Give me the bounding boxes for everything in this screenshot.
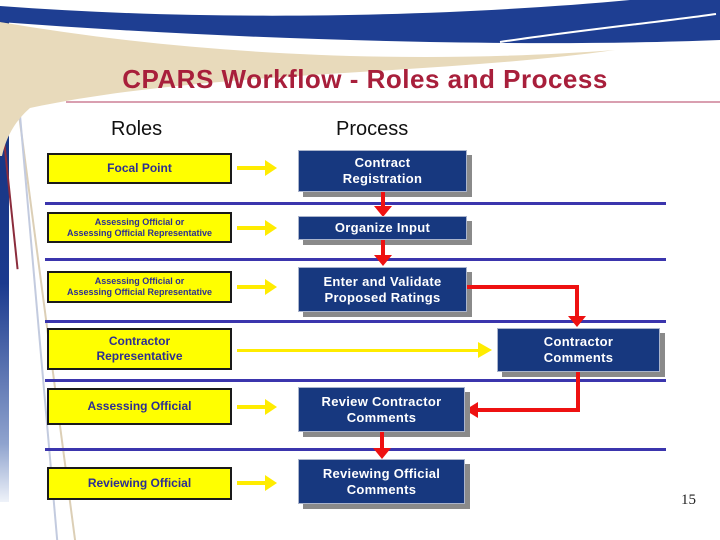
role-box-assessing-official-or-rep: Assessing Official or Assessing Official… [47, 212, 232, 243]
yellow-arrow-icon [237, 279, 277, 295]
role-label: Reviewing Official [87, 476, 192, 490]
role-box-assessing-official-or-rep: Assessing Official or Assessing Official… [47, 271, 232, 303]
process-label: Comments [346, 409, 417, 425]
role-label: Assessing Official or [94, 216, 185, 227]
process-box-contract-registration: Contract Registration [298, 150, 467, 192]
process-label: Contractor [543, 334, 614, 349]
red-arrowhead-icon [374, 206, 392, 217]
process-label: Registration [342, 171, 423, 186]
red-connector [576, 372, 580, 412]
role-label: Assessing Official [87, 399, 192, 413]
red-arrow-icon [381, 240, 385, 255]
role-label: Assessing Official Representative [66, 227, 213, 238]
red-arrow-icon [380, 432, 384, 448]
row-divider [45, 448, 666, 451]
yellow-arrow-icon [237, 220, 277, 236]
row-divider [45, 379, 666, 382]
column-header-roles: Roles [111, 118, 163, 140]
process-label: Comments [543, 350, 614, 365]
process-label: Organize Input [334, 220, 431, 235]
red-arrowhead-icon [568, 316, 586, 327]
role-label: Representative [96, 349, 183, 363]
row-divider [45, 258, 666, 261]
page-number: 15 [681, 492, 696, 508]
row-divider [45, 320, 666, 323]
process-label: Comments [346, 481, 417, 497]
role-label: Assessing Official or [94, 276, 185, 286]
process-label: Enter and Validate [323, 273, 442, 289]
yellow-arrow-icon [237, 160, 277, 176]
yellow-arrow-long-icon [237, 342, 492, 358]
yellow-arrow-icon [237, 475, 277, 491]
process-label: Review Contractor [321, 393, 442, 409]
red-connector [476, 408, 580, 412]
process-box-organize-input: Organize Input [298, 216, 467, 240]
role-box-assessing-official: Assessing Official [47, 388, 232, 425]
role-label: Focal Point [107, 161, 172, 175]
role-box-reviewing-official: Reviewing Official [47, 467, 232, 500]
process-box-enter-and-validate: Enter and Validate Proposed Ratings [298, 267, 467, 312]
left-accent-bar [0, 16, 9, 502]
process-box-contractor-comments: Contractor Comments [497, 328, 660, 372]
red-arrowhead-icon [374, 255, 392, 266]
row-divider [45, 202, 666, 205]
process-box-reviewing-official-comments: Reviewing Official Comments [298, 459, 465, 504]
process-label: Reviewing Official [322, 465, 441, 481]
red-arrow-icon [381, 192, 385, 206]
role-box-contractor-representative: Contractor Representative [47, 328, 232, 370]
role-label: Assessing Official Representative [66, 287, 213, 297]
top-swoosh-decoration [0, 0, 720, 156]
role-label: Contractor [108, 334, 171, 348]
title-underline [66, 101, 720, 103]
red-arrowhead-icon [373, 448, 391, 459]
process-label: Contract [354, 155, 411, 170]
process-label: Proposed Ratings [324, 289, 441, 305]
process-box-review-contractor-comments: Review Contractor Comments [298, 387, 465, 432]
red-connector [575, 285, 579, 316]
slide-title: CPARS Workflow - Roles and Process [122, 64, 608, 94]
yellow-arrow-icon [237, 399, 277, 415]
red-connector [467, 285, 579, 289]
column-header-process: Process [336, 118, 409, 140]
red-arrowhead-icon [465, 402, 478, 418]
role-box-focal-point: Focal Point [47, 153, 232, 184]
